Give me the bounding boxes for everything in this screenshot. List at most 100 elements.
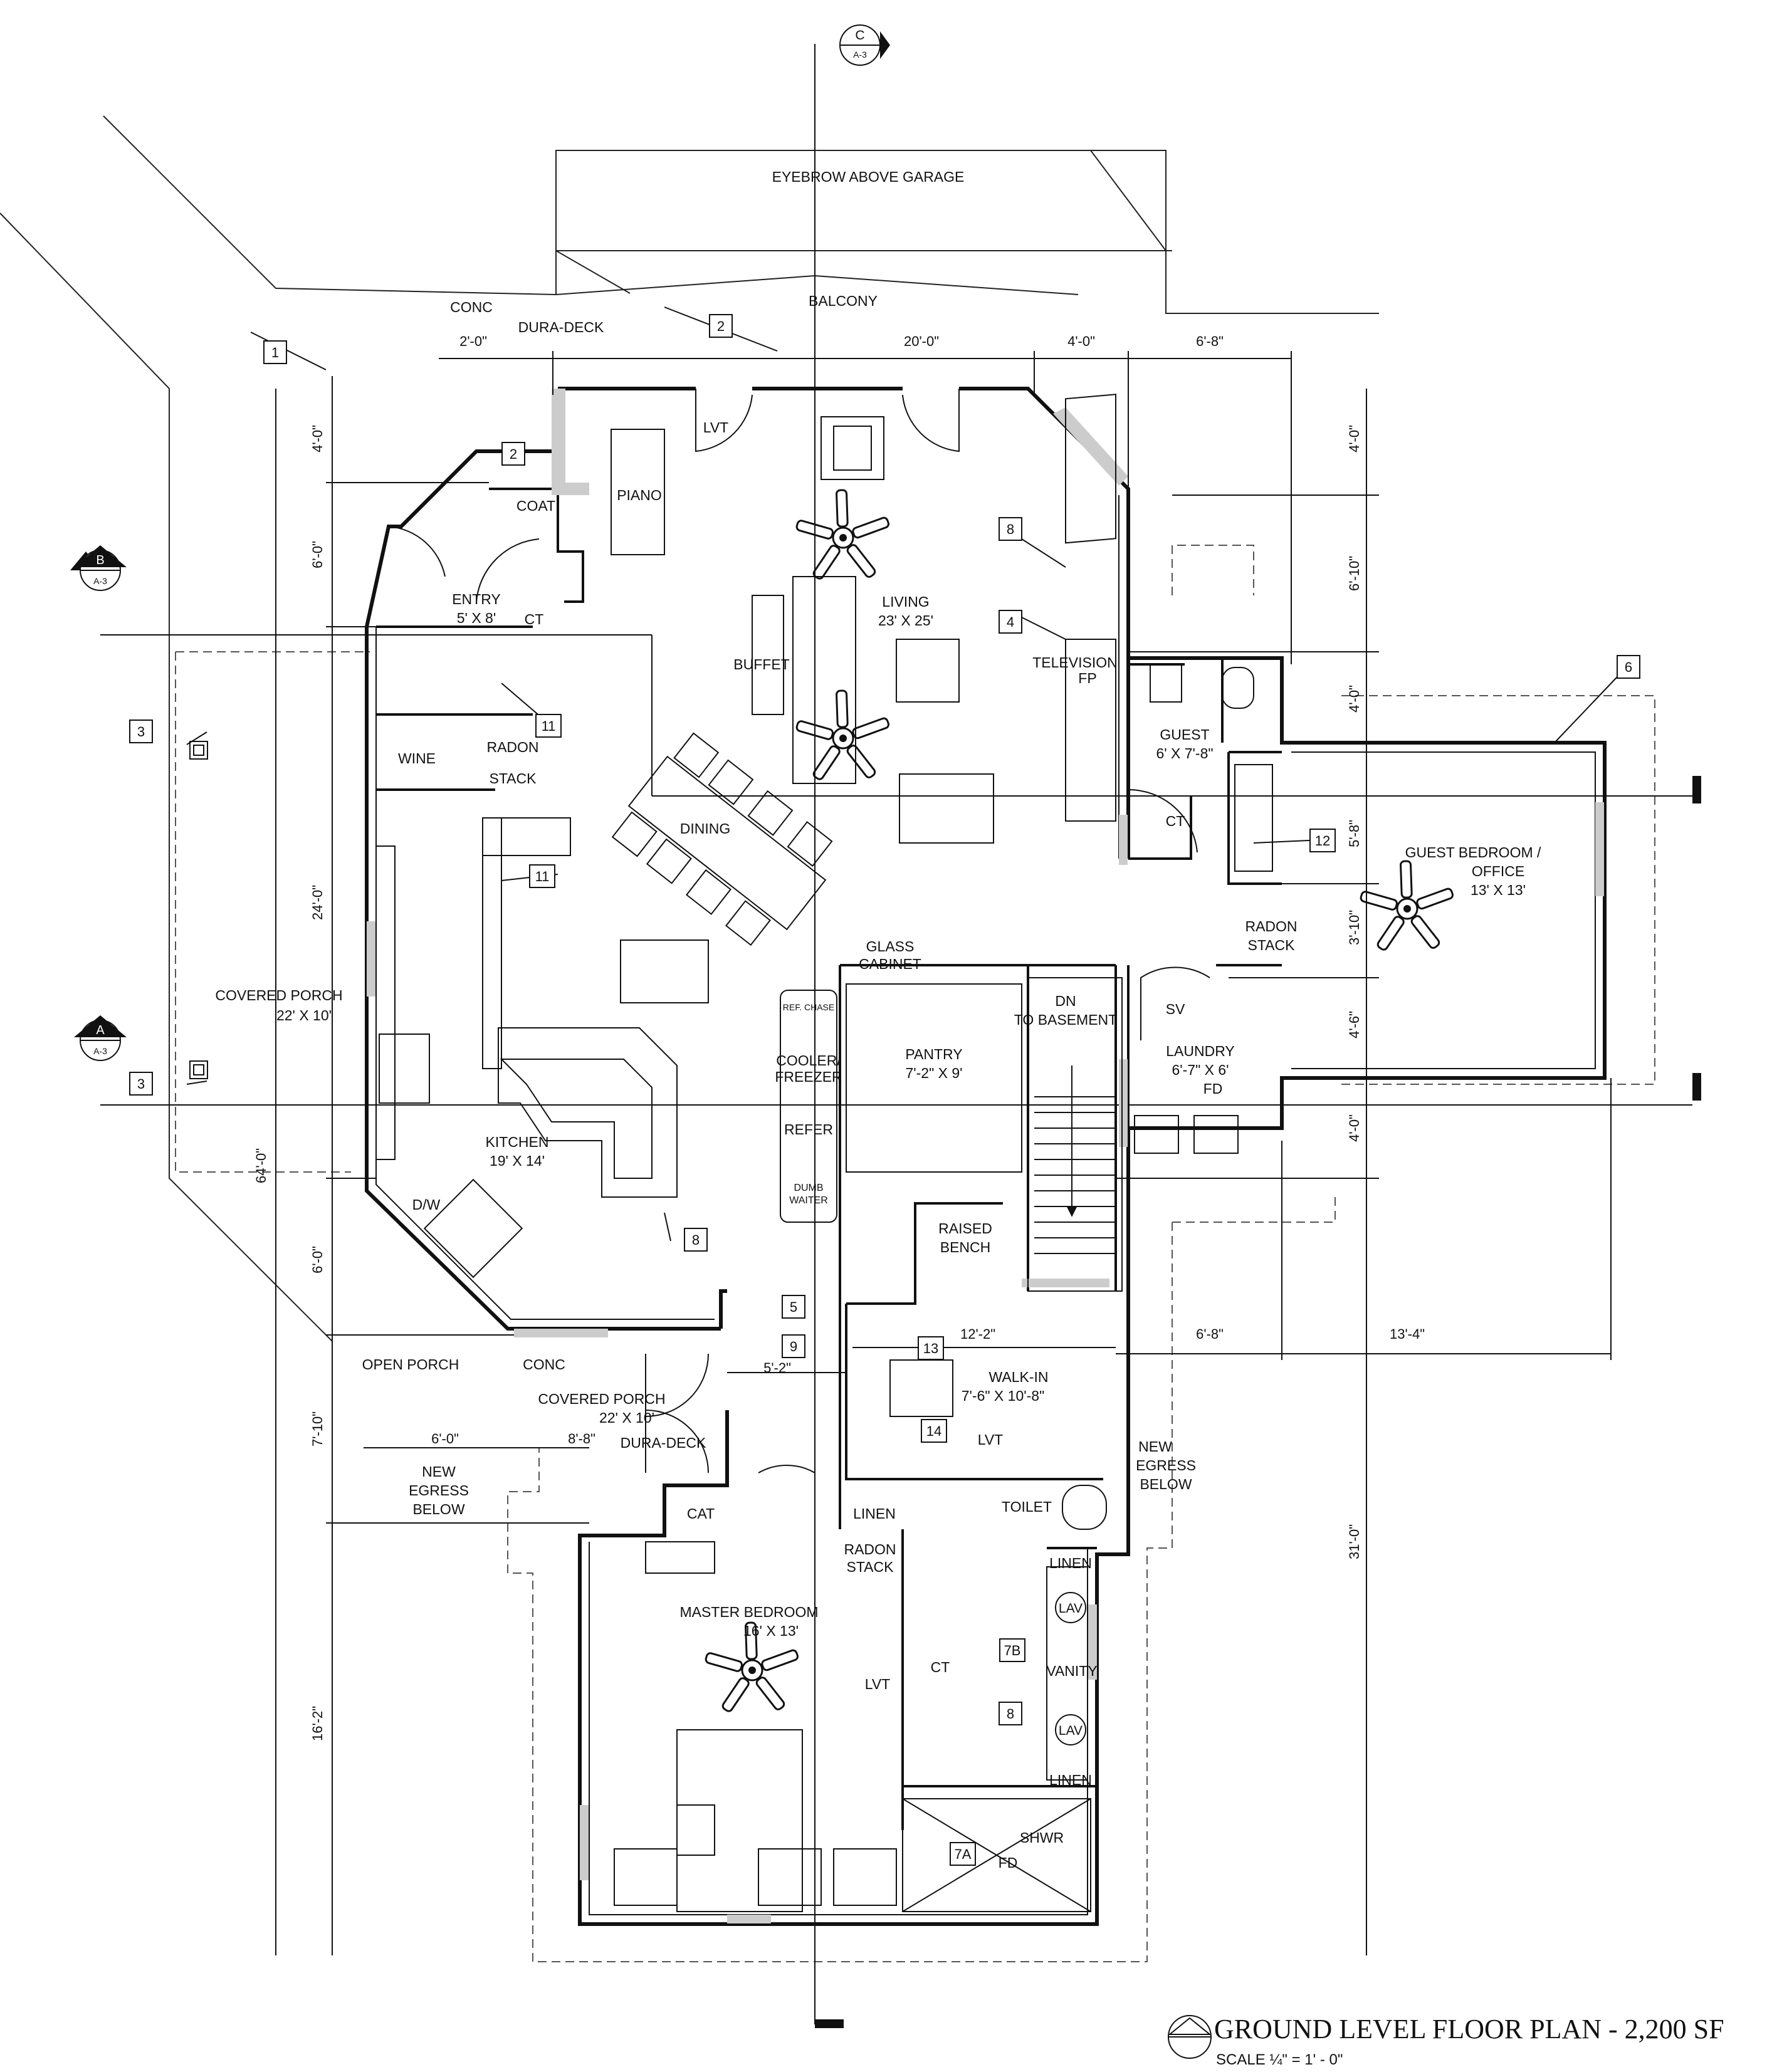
svg-text:LINEN: LINEN [853, 1505, 896, 1522]
room-kitchen: KITCHEN 19' X 14' [486, 1134, 549, 1169]
svg-text:DN: DN [1055, 993, 1076, 1009]
svg-text:CT: CT [525, 611, 544, 627]
svg-text:8: 8 [1007, 521, 1014, 537]
svg-text:PANTRY: PANTRY [905, 1046, 962, 1062]
svg-text:6: 6 [1625, 659, 1632, 675]
svg-text:CT: CT [931, 1659, 950, 1675]
svg-text:8: 8 [692, 1232, 700, 1248]
svg-text:DINING: DINING [680, 820, 731, 837]
svg-text:GUEST: GUEST [1160, 726, 1209, 743]
svg-text:19' X 14': 19' X 14' [490, 1153, 545, 1169]
keynote-tag-boxes [129, 314, 1640, 1866]
svg-text:2'-0": 2'-0" [459, 333, 487, 349]
svg-text:5'-2": 5'-2" [763, 1360, 791, 1376]
svg-text:2: 2 [510, 446, 517, 462]
svg-text:22' X 10': 22' X 10' [276, 1007, 332, 1023]
svg-text:KITCHEN: KITCHEN [486, 1134, 549, 1150]
interior-walls [376, 488, 1282, 1830]
svg-text:OFFICE: OFFICE [1472, 863, 1524, 879]
svg-text:BALCONY: BALCONY [809, 293, 878, 309]
svg-text:COOLER/: COOLER/ [776, 1052, 841, 1069]
svg-text:CAT: CAT [687, 1505, 715, 1522]
svg-text:64'-0": 64'-0" [253, 1148, 269, 1183]
svg-text:2: 2 [717, 318, 725, 334]
svg-text:9: 9 [790, 1339, 797, 1354]
svg-text:DURA-DECK: DURA-DECK [621, 1435, 706, 1451]
svg-text:31'-0": 31'-0" [1346, 1524, 1362, 1559]
svg-text:20'-0": 20'-0" [904, 333, 939, 349]
room-guest-bath: GUEST 6' X 7'-8" [1156, 726, 1213, 761]
svg-text:C: C [855, 28, 864, 43]
svg-text:A-3: A-3 [93, 1046, 107, 1056]
svg-text:16' X 13': 16' X 13' [743, 1623, 799, 1639]
title-block: GROUND LEVEL FLOOR PLAN - 2,200 SF SCALE… [1168, 2014, 1724, 2068]
ceiling-fan-icon [795, 689, 891, 782]
keynote-tag-text: 1 2 2 3 3 4 5 6 7A 7B 8 8 8 9 11 11 12 1… [137, 318, 1632, 1862]
svg-text:STACK: STACK [847, 1559, 894, 1575]
basement-stair [1034, 1065, 1116, 1254]
svg-text:TO BASEMENT: TO BASEMENT [1014, 1012, 1117, 1028]
svg-text:EGRESS: EGRESS [409, 1482, 469, 1499]
dashed-overhang [175, 545, 1655, 1962]
lav-icon: LAV [1055, 1714, 1086, 1745]
svg-text:6'-7" X 6': 6'-7" X 6' [1172, 1062, 1229, 1078]
svg-text:DUMB: DUMB [794, 1183, 823, 1193]
svg-text:A-3: A-3 [93, 576, 107, 586]
svg-text:STACK: STACK [1248, 937, 1296, 953]
svg-text:REF. CHASE: REF. CHASE [783, 1002, 834, 1012]
svg-text:BENCH: BENCH [940, 1239, 991, 1255]
svg-text:CONC: CONC [450, 299, 493, 315]
svg-text:6'-8": 6'-8" [1196, 333, 1224, 349]
svg-text:13' X 13': 13' X 13' [1471, 882, 1526, 898]
svg-text:7'-10": 7'-10" [310, 1411, 325, 1447]
svg-text:CONC: CONC [523, 1356, 565, 1373]
room-entry: ENTRY 5' X 8' [452, 591, 501, 626]
room-covered-porch-left: COVERED PORCH 22' X 10' [215, 987, 342, 1023]
svg-text:FD: FD [1203, 1080, 1223, 1097]
svg-text:14: 14 [926, 1423, 941, 1439]
svg-text:4'-0": 4'-0" [1346, 425, 1362, 453]
room-guest-bedroom: GUEST BEDROOM / OFFICE 13' X 13' [1405, 844, 1541, 898]
svg-text:7A: 7A [955, 1846, 972, 1862]
svg-text:BUFFET: BUFFET [733, 656, 789, 672]
svg-text:13'-4": 13'-4" [1390, 1326, 1425, 1342]
svg-text:1: 1 [271, 345, 279, 360]
svg-text:GLASS: GLASS [866, 938, 915, 955]
svg-text:FP: FP [1078, 670, 1096, 686]
svg-text:16'-2": 16'-2" [310, 1706, 325, 1741]
svg-text:TELEVISION: TELEVISION [1032, 654, 1117, 671]
svg-text:6'-8": 6'-8" [1196, 1326, 1224, 1342]
svg-text:SHWR: SHWR [1020, 1829, 1064, 1846]
svg-text:22' X 10': 22' X 10' [599, 1410, 654, 1426]
dining-table [611, 732, 833, 946]
svg-text:CABINET: CABINET [859, 956, 921, 972]
svg-text:7'-2" X 9': 7'-2" X 9' [905, 1065, 962, 1081]
svg-text:B: B [96, 553, 104, 567]
svg-text:A-3: A-3 [853, 50, 867, 60]
svg-text:5' X 8': 5' X 8' [457, 610, 496, 626]
column-markers [189, 741, 208, 1079]
ceiling-fan-icon [795, 489, 891, 581]
svg-text:RAISED: RAISED [938, 1220, 992, 1237]
svg-text:BELOW: BELOW [412, 1501, 464, 1517]
svg-text:LAV: LAV [1059, 1724, 1083, 1738]
svg-text:D/W: D/W [412, 1196, 441, 1213]
svg-text:MASTER BEDROOM: MASTER BEDROOM [679, 1604, 818, 1620]
svg-text:WINE: WINE [398, 750, 436, 767]
svg-text:4'-0": 4'-0" [1067, 333, 1095, 349]
svg-text:EGRESS: EGRESS [1136, 1457, 1196, 1473]
svg-text:RADON: RADON [486, 739, 538, 755]
svg-text:NEW: NEW [1138, 1438, 1172, 1455]
room-living: LIVING 23' X 25' [878, 594, 933, 629]
svg-text:24'-0": 24'-0" [310, 885, 325, 920]
svg-text:BELOW: BELOW [1140, 1476, 1192, 1492]
svg-text:LAUNDRY: LAUNDRY [1166, 1043, 1235, 1059]
section-lines [100, 44, 1692, 2024]
svg-text:TOILET: TOILET [1002, 1499, 1052, 1515]
svg-text:13: 13 [923, 1341, 938, 1356]
svg-text:5'-8": 5'-8" [1346, 820, 1362, 847]
svg-text:4'-6": 4'-6" [1346, 1011, 1362, 1039]
ceiling-fan-icon [1359, 860, 1455, 952]
room-master-bedroom: MASTER BEDROOM 16' X 13' [679, 1604, 818, 1639]
svg-text:23' X 25': 23' X 25' [878, 612, 933, 629]
